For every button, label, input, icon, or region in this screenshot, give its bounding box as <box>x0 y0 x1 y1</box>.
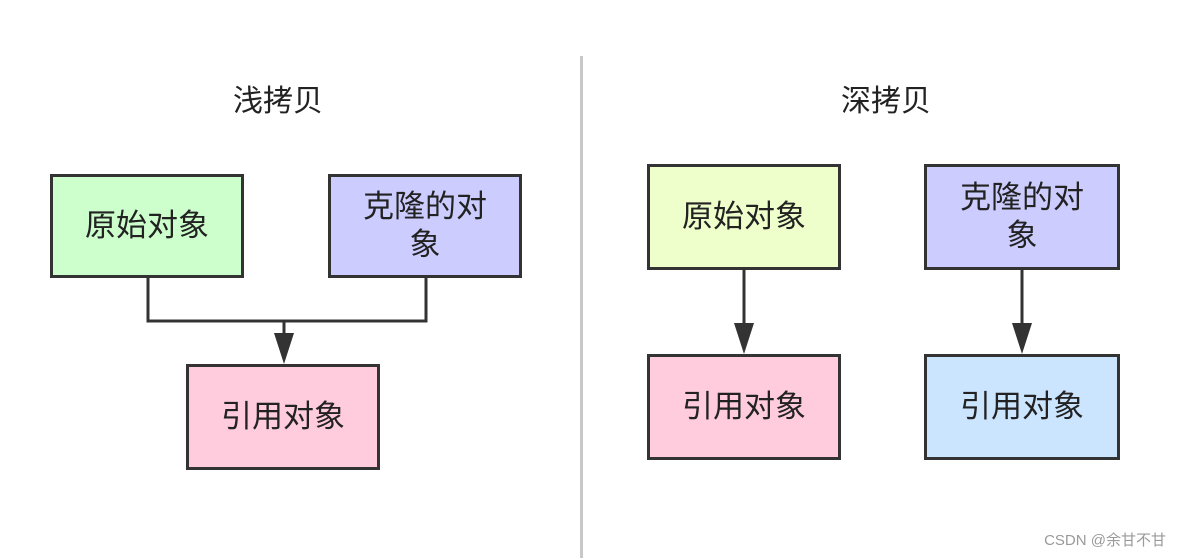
deep-reference-a-node: 引用对象 <box>647 354 841 460</box>
deep-reference-b-node: 引用对象 <box>924 354 1120 460</box>
deep-clone-arrowhead <box>1012 323 1032 354</box>
shallow-arrowhead <box>274 333 294 364</box>
shallow-reference-node: 引用对象 <box>186 364 380 470</box>
deep-clone-node: 克隆的对象 <box>924 164 1120 270</box>
deep-copy-title: 深拷贝 <box>841 84 931 119</box>
section-divider <box>580 56 583 558</box>
shallow-clone-node: 克隆的对象 <box>328 174 522 278</box>
deep-original-arrowhead <box>734 323 754 354</box>
shallow-clone-connector <box>284 278 428 323</box>
deep-original-node: 原始对象 <box>647 164 841 270</box>
shallow-original-connector <box>146 278 284 323</box>
shallow-copy-title: 浅拷贝 <box>233 84 323 119</box>
shallow-original-node: 原始对象 <box>50 174 244 278</box>
watermark: CSDN @余甘不甘 <box>1044 532 1166 549</box>
